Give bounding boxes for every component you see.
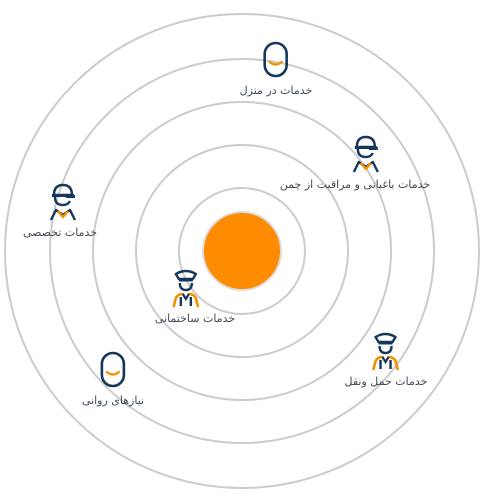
service-node-specialized-services[interactable]: خدمات تخصصی	[23, 182, 97, 239]
capsule-person-icon	[96, 350, 130, 390]
center-hub[interactable]	[202, 211, 282, 291]
service-label-home-services: خدمات در منزل	[239, 84, 313, 97]
orbit-ring-third	[92, 101, 392, 401]
service-label-construction-services: خدمات ساختمانی	[154, 312, 236, 325]
service-node-moving-services[interactable]: خدمات حمل ونقل	[344, 331, 428, 388]
service-node-gardening-lawn-care[interactable]: خدمات باغبانی و مراقبت از چمن	[280, 134, 430, 191]
orbit-ring-outer	[4, 13, 480, 489]
orbit-ring-inner	[178, 187, 306, 315]
service-label-psychological-needs: نیازهای روانی	[81, 394, 145, 407]
capsule-person-icon	[259, 40, 293, 80]
orbit-ring-second	[135, 144, 349, 358]
service-label-moving-services: خدمات حمل ونقل	[344, 375, 428, 388]
capped-worker-icon	[349, 134, 383, 174]
service-node-construction-services[interactable]: خدمات ساختمانی	[155, 268, 235, 325]
service-label-gardening-lawn-care: خدمات باغبانی و مراقبت از چمن	[279, 178, 431, 191]
capped-worker-icon	[46, 182, 80, 222]
service-node-home-services[interactable]: خدمات در منزل	[239, 40, 313, 97]
officer-icon	[169, 268, 203, 308]
service-node-psychological-needs[interactable]: نیازهای روانی	[82, 350, 144, 407]
service-label-specialized-services: خدمات تخصصی	[22, 226, 98, 239]
officer-icon	[369, 331, 403, 371]
orbit-ring-fourth	[49, 58, 435, 444]
